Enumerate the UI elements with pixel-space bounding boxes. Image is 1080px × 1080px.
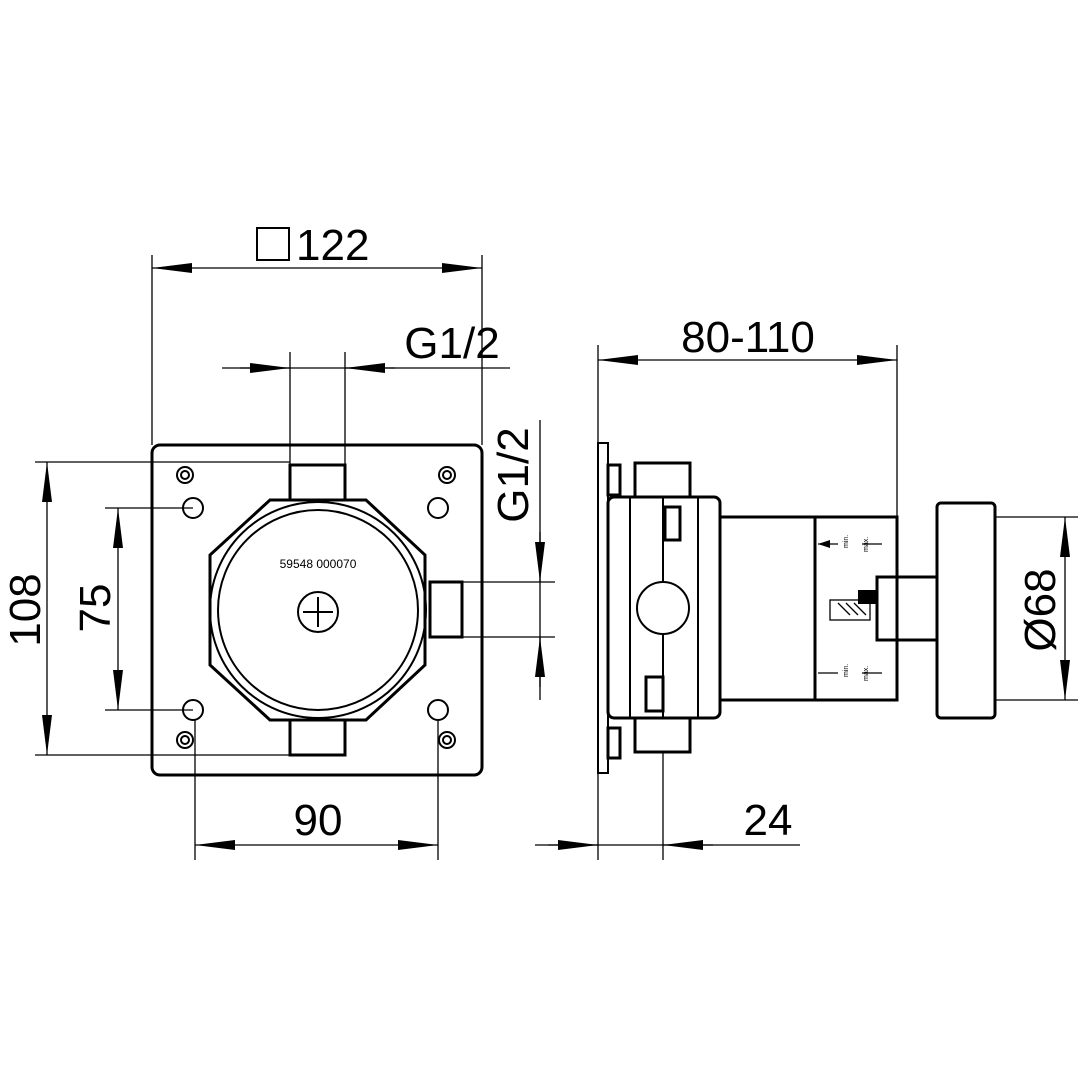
dimension-108: 108 [1,461,290,756]
svg-text:Ø68: Ø68 [1016,568,1065,651]
valve-housing [208,498,427,722]
square-symbol [256,227,290,261]
svg-text:G1/2: G1/2 [404,319,499,368]
dimension-122: 122 [151,221,483,445]
svg-text:122: 122 [296,221,369,270]
dimension-thread-side: G1/2 [462,420,555,700]
dimension-24: 24 [535,752,800,860]
cap [935,501,997,720]
part-label: 59548 000070 [280,557,357,571]
dimension-75: 75 [71,507,193,711]
sleeve [813,515,899,702]
svg-text:24: 24 [744,796,793,845]
port-bottom [288,718,347,757]
neck [718,515,817,702]
mounting-holes [176,466,456,749]
port-right [428,580,464,639]
dimension-90: 90 [194,720,439,860]
screw-icon [297,591,339,633]
port-top [288,463,347,502]
scale-marks: min. max. min. max. [818,535,882,681]
svg-text:G1/2: G1/2 [489,427,538,522]
svg-text:108: 108 [1,573,50,646]
mounting-plate [150,443,484,777]
svg-text:max.: max. [863,537,870,552]
dimension-thread-top: G1/2 [222,319,510,465]
front-view: 59548 000070 [150,443,484,777]
svg-text:90: 90 [294,796,343,845]
svg-text:min.: min. [843,664,850,677]
dimension-diameter-68: Ø68 [995,516,1078,701]
svg-text:min.: min. [843,535,850,548]
svg-text:75: 75 [71,584,120,633]
side-view: min. max. min. max. [597,442,997,774]
dimension-80-110: 80-110 [597,313,898,517]
svg-text:80-110: 80-110 [681,313,815,362]
svg-text:max.: max. [863,666,870,681]
